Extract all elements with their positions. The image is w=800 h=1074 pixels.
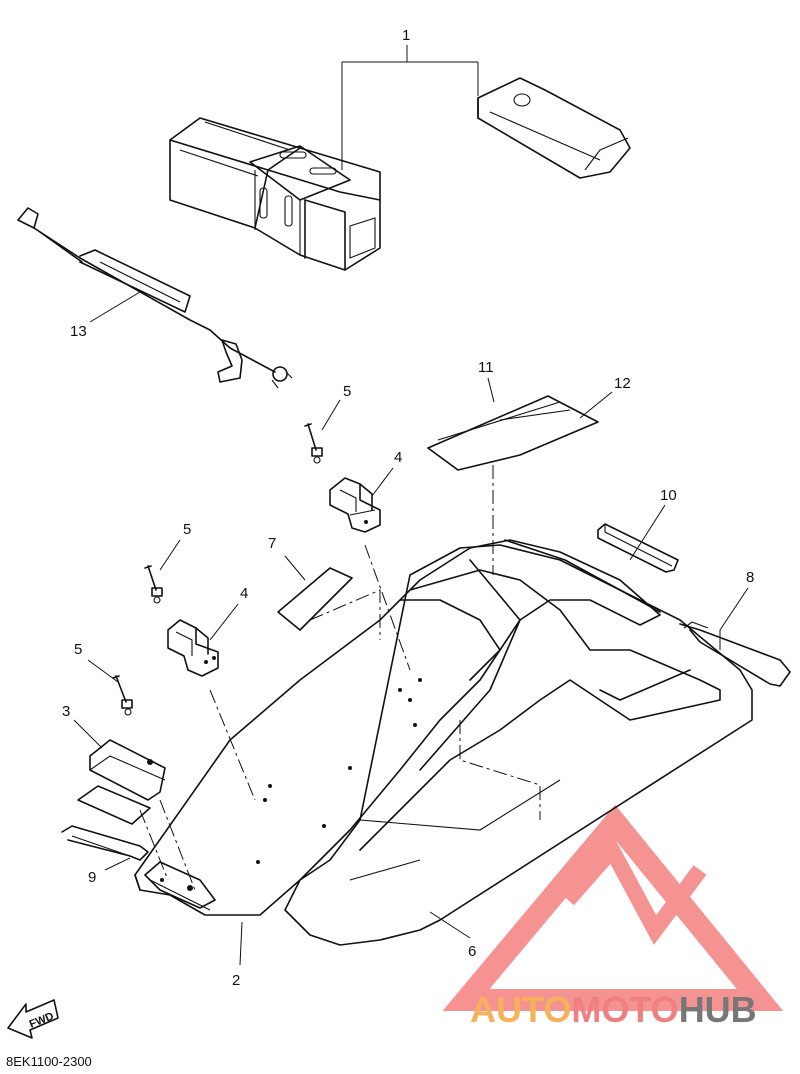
watermark-moto: MOTO (571, 989, 678, 1030)
clamp-part-3 (77, 739, 166, 825)
band-parts-11-12 (427, 395, 599, 471)
watermark-text: AUTOMOTOHUB (470, 989, 757, 1030)
watermark-m-stroke (561, 836, 707, 945)
holder-part-4-lower (167, 619, 219, 677)
hook-part-8 (679, 621, 791, 687)
tool-pouch (477, 77, 631, 179)
leader-lines (73, 45, 749, 966)
callout-2: 2 (232, 972, 240, 989)
tool-kit-bag (169, 117, 381, 271)
watermark-triangle (442, 804, 784, 1011)
bolt-part-5-middle (144, 565, 163, 604)
bolt-part-5-lower (112, 675, 133, 716)
callout-11: 11 (478, 359, 494, 376)
callout-5-lower: 5 (74, 641, 82, 658)
callout-9: 9 (88, 869, 96, 886)
base-plate-part-2 (134, 539, 661, 916)
callout-10: 10 (660, 487, 677, 504)
callout-4-lower: 4 (240, 585, 248, 602)
fwd-arrow-icon: FWD (7, 999, 59, 1039)
assembly-lines (139, 465, 541, 891)
bar-part-10 (597, 523, 679, 573)
callout-5-upper: 5 (343, 383, 351, 400)
callout-8: 8 (746, 569, 754, 586)
pin-part-9 (61, 825, 149, 861)
fwd-label: FWD (28, 1010, 56, 1031)
watermark-logo (442, 804, 784, 1011)
diagram-code: 8EK1100-2300 (6, 1054, 92, 1069)
callout-12: 12 (614, 375, 631, 392)
callout-4-upper: 4 (394, 449, 402, 466)
callout-3: 3 (62, 703, 70, 720)
watermark-hub: HUB (679, 989, 757, 1030)
watermark-auto: AUTO (470, 989, 571, 1030)
bolt-part-5-upper (304, 423, 323, 464)
seat-lock-cable (17, 207, 293, 389)
label-part-7 (277, 567, 353, 631)
callout-7: 7 (268, 535, 276, 552)
seat-part-6 (284, 544, 753, 946)
callout-5-middle: 5 (183, 521, 191, 538)
callout-1: 1 (402, 27, 410, 44)
callout-6: 6 (468, 943, 476, 960)
holder-part-4-upper (329, 477, 381, 533)
callout-numbers: 1 2 3 4 4 5 5 5 6 7 8 9 10 11 12 13 (62, 27, 754, 989)
callout-13: 13 (70, 323, 87, 340)
